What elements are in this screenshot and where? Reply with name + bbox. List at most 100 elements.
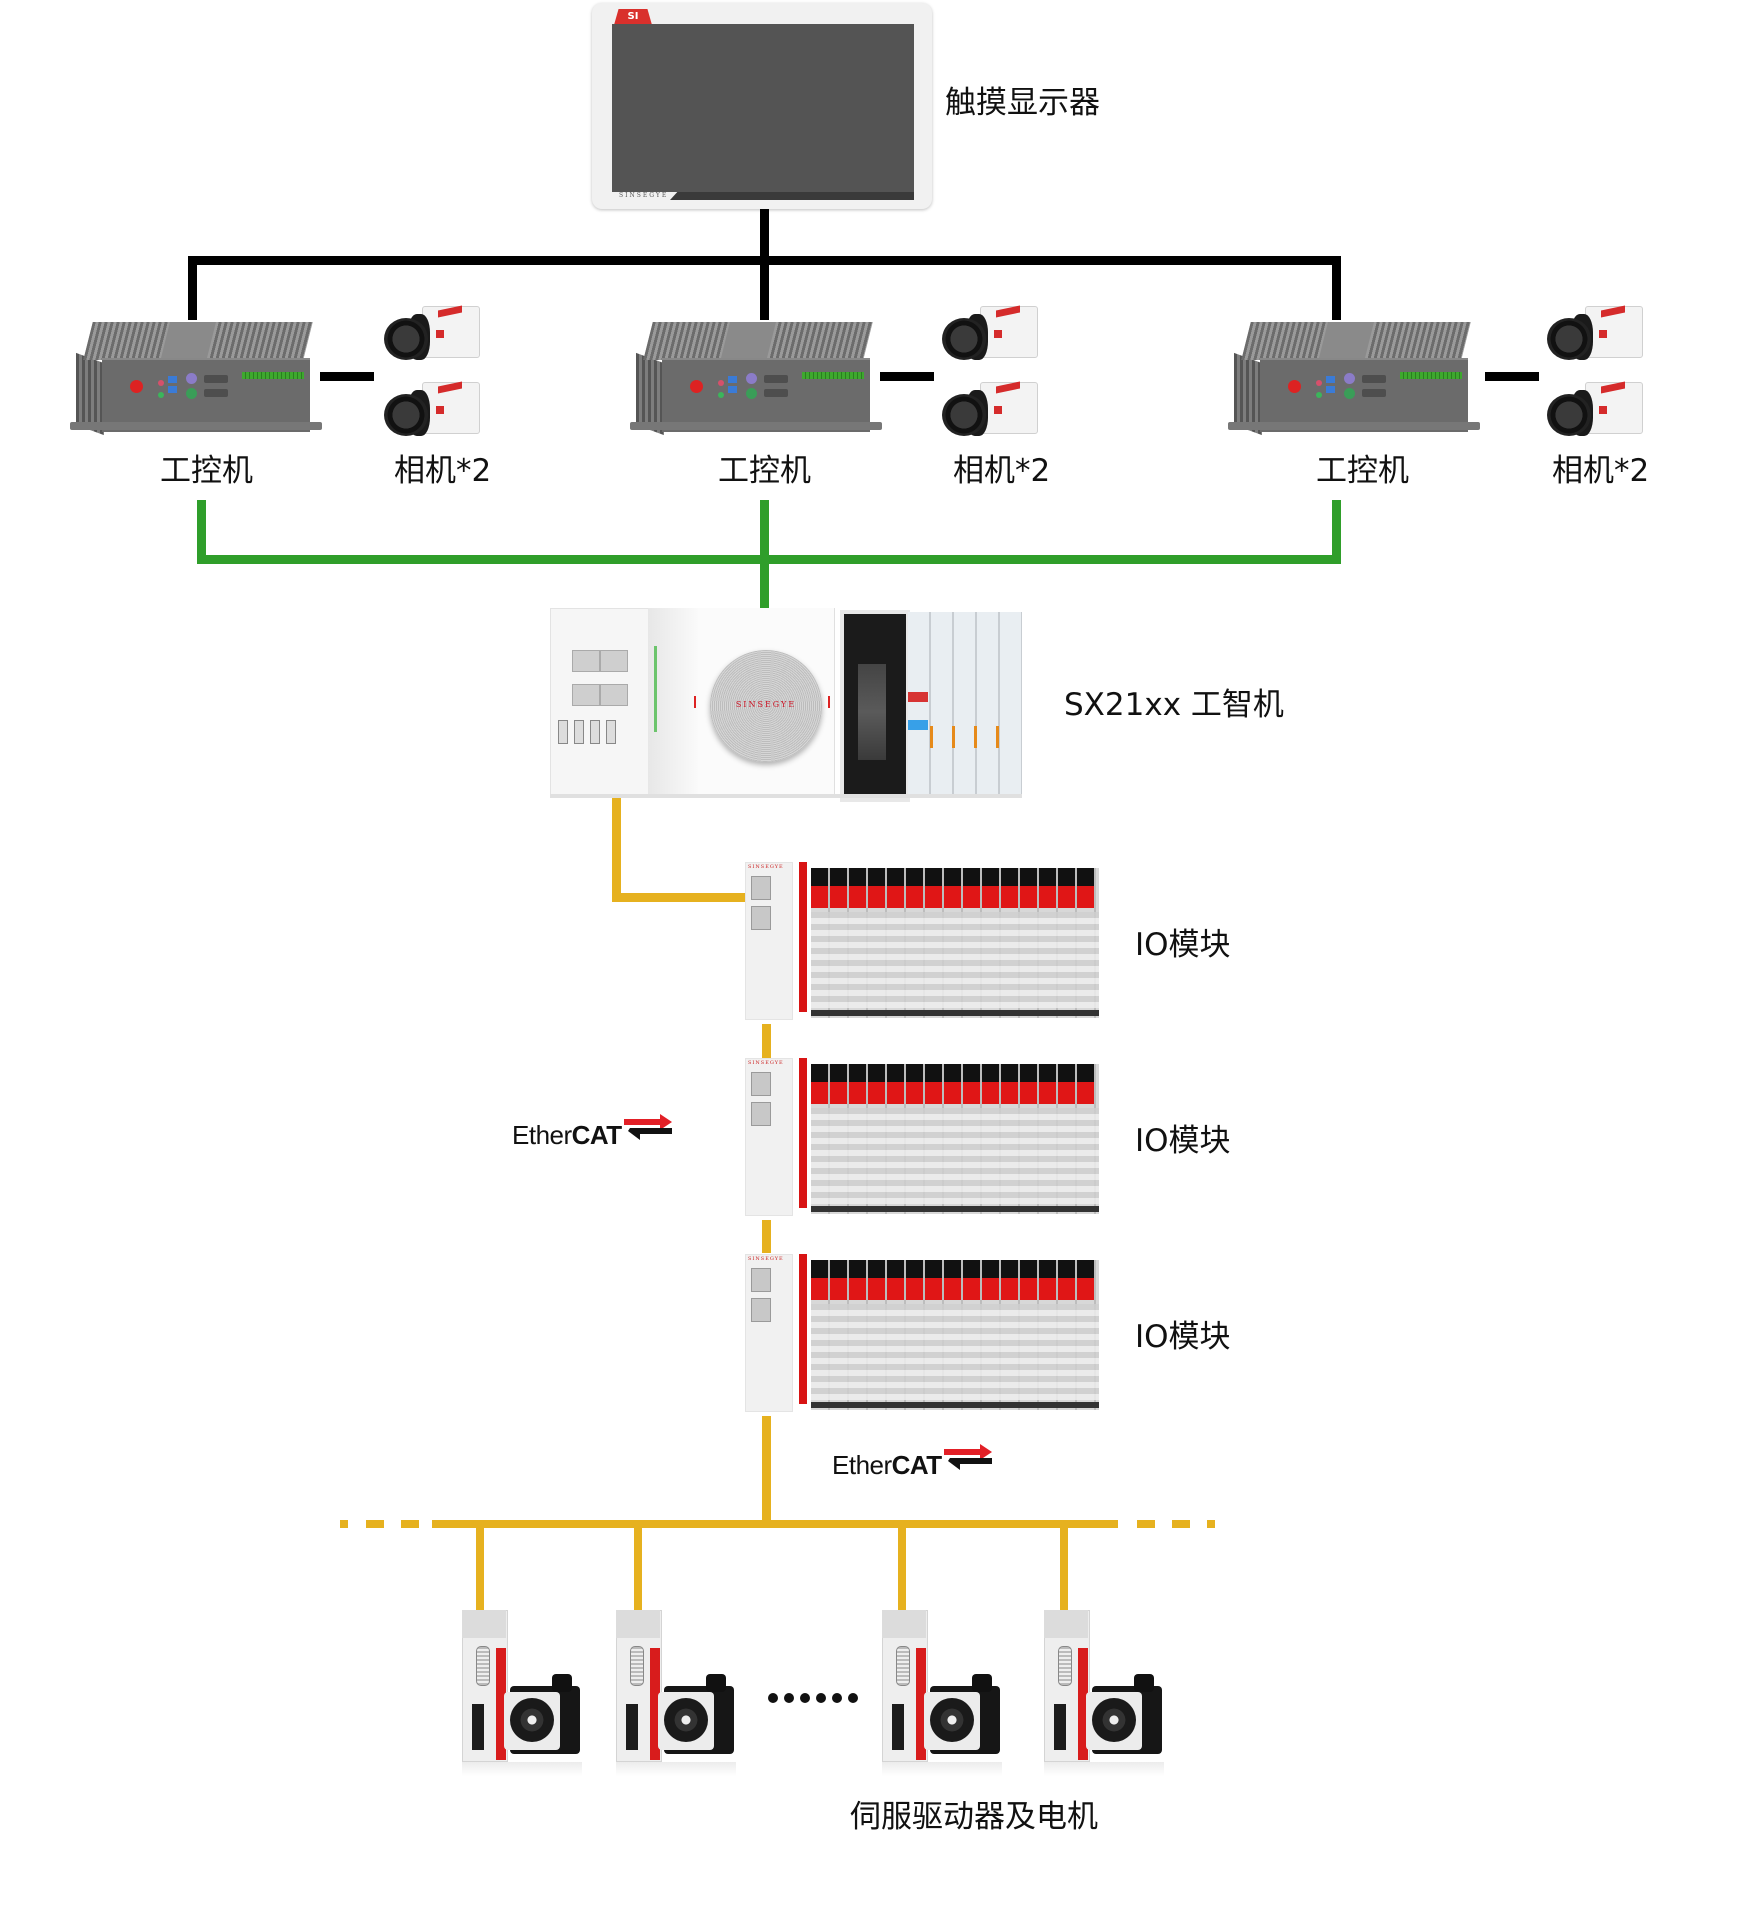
camera-label-2: 相机*2: [953, 453, 1051, 489]
io-slice-head: [963, 1064, 980, 1104]
ipc-front-panel: [102, 358, 310, 432]
camera-1a[interactable]: [380, 302, 485, 366]
io-slice-head: [982, 1064, 999, 1104]
io-slice-head: [1001, 1260, 1018, 1300]
lan-port-icon: [751, 1268, 771, 1292]
power-connector-icon: [892, 1704, 904, 1750]
ipc-flange: [630, 422, 882, 430]
ethercat-link-to-io1: [612, 893, 746, 902]
io-module-label-1: IO模块: [1135, 927, 1231, 963]
camera-lens-icon: [384, 318, 428, 360]
camera-2b[interactable]: [938, 378, 1043, 442]
ethercat-bus-dash: [1207, 1520, 1215, 1528]
ethercat-bus-dash: [1137, 1520, 1155, 1528]
camera-1b[interactable]: [380, 378, 485, 442]
servo-1[interactable]: [462, 1610, 587, 1776]
io-slice-head: [906, 1064, 923, 1104]
hmi-link-display-drop: [760, 208, 769, 264]
ethercat-logo-2: EtherCAT: [832, 1440, 992, 1480]
ethercat-text-bold: CAT: [571, 1120, 623, 1150]
servo-3[interactable]: [882, 1610, 1007, 1776]
servo-2[interactable]: [616, 1610, 741, 1776]
orange-terminal-icon: [974, 726, 977, 748]
ipc-front-panel: [1260, 358, 1468, 432]
display-screen: [612, 24, 914, 192]
io-slice-head: [811, 1260, 828, 1300]
lan-port-icon: [572, 684, 600, 706]
io-red-bar: [799, 862, 807, 1012]
camera-lens-icon: [1547, 394, 1591, 436]
ethercat-arrow-icon: [944, 1444, 992, 1470]
io-slice-head: [868, 1260, 885, 1300]
lan-port-icon: [751, 906, 771, 930]
controller-brand: SINSEGYE: [735, 700, 797, 709]
servo-drop-1: [476, 1520, 484, 1612]
motor-shaft-icon: [930, 1698, 974, 1742]
ps2-port-icon: [1344, 373, 1355, 384]
motor-connector-icon: [1134, 1674, 1154, 1692]
ipc-3[interactable]: [1228, 322, 1480, 440]
servo-drive-top: [882, 1610, 926, 1638]
io-slice-head: [1039, 1260, 1056, 1300]
ipc-label-3: 工控机: [1316, 453, 1409, 489]
controller-label: SX21xx 工智机: [1064, 687, 1284, 723]
ethernet-link-bus: [197, 555, 1341, 564]
motor-connector-icon: [972, 1674, 992, 1692]
io-slice-head: [963, 868, 980, 908]
audio-in-icon: [718, 380, 724, 386]
lan-port-icon: [751, 1102, 771, 1126]
audio-in-icon: [158, 380, 164, 386]
ethercat-bus-dash: [401, 1520, 419, 1528]
brand-logo-icon: SI: [614, 9, 652, 25]
io-module-3[interactable]: SINSEGYE: [745, 1254, 1101, 1412]
orange-terminal-icon: [952, 726, 955, 748]
motor-shaft-icon: [664, 1698, 708, 1742]
brand-logo-icon: [994, 406, 1002, 414]
power-connector-icon: [626, 1704, 638, 1750]
io-slice-head: [906, 1260, 923, 1300]
io-module-label-2: IO模块: [1135, 1123, 1231, 1159]
controller-shadow: [550, 794, 1022, 798]
io-slice-head: [1077, 1260, 1094, 1300]
hmi-link-drop-1: [188, 256, 197, 320]
ethercat-text: EtherCAT: [832, 1450, 942, 1481]
ipc-1[interactable]: [70, 322, 322, 440]
io-brand: SINSEGYE: [748, 1256, 784, 1262]
io-slice-head: [868, 868, 885, 908]
io-slice-head: [944, 1260, 961, 1300]
serial-port-icon: [204, 375, 228, 383]
usb-port-icon: [590, 720, 600, 744]
dsub-connector-icon: [630, 1646, 644, 1686]
display-bezel: [670, 192, 914, 200]
servo-4[interactable]: [1044, 1610, 1169, 1776]
dsub-connector-icon: [476, 1646, 490, 1686]
io-slice-head: [1058, 1260, 1075, 1300]
ipc-front-panel: [662, 358, 870, 432]
usb-port-icon: [168, 376, 177, 394]
power-connector-icon: [472, 1704, 484, 1750]
brand-logo-icon: [436, 406, 444, 414]
io-slice-head: [887, 1064, 904, 1104]
io-module-2[interactable]: SINSEGYE: [745, 1058, 1101, 1216]
io-module-1[interactable]: SINSEGYE: [745, 862, 1101, 1020]
io-slice-head: [830, 868, 847, 908]
motor-connector-icon: [552, 1674, 572, 1692]
touch-display[interactable]: SI SINSEGYE: [592, 3, 932, 209]
sx21xx-controller[interactable]: SINSEGYE: [550, 608, 1022, 802]
camera-3b[interactable]: [1543, 378, 1648, 442]
io-slice-head: [1020, 868, 1037, 908]
ipc-2[interactable]: [630, 322, 882, 440]
camera-2a[interactable]: [938, 302, 1043, 366]
io-slice-head: [1077, 1064, 1094, 1104]
io-slice-head: [1077, 868, 1094, 908]
dsub-connector-icon: [896, 1646, 910, 1686]
camera-3a[interactable]: [1543, 302, 1648, 366]
io-slice-head: [1058, 1064, 1075, 1104]
servo-brand-strip: [496, 1648, 506, 1760]
servo-label: 伺服驱动器及电机: [850, 1799, 1098, 1835]
servo-drive-top: [462, 1610, 506, 1638]
ethercat-link-io1-io2: [762, 1024, 771, 1058]
servo-brand-strip: [916, 1648, 926, 1760]
dsub-connector-icon: [1058, 1646, 1072, 1686]
io-slice-head: [1020, 1260, 1037, 1300]
